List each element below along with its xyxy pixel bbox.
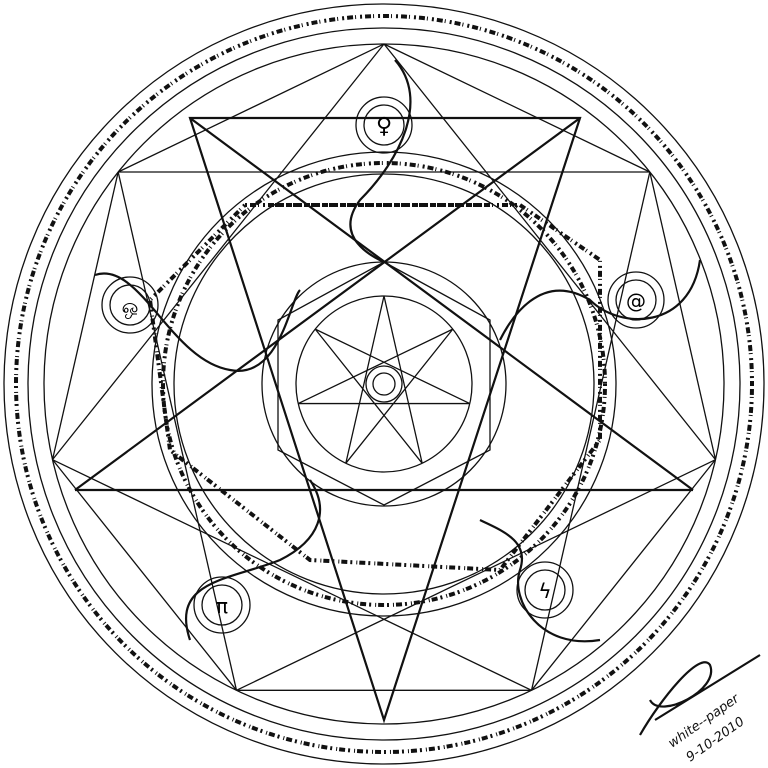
third-circle	[43, 43, 725, 725]
ankh-like-icon: ♀	[376, 114, 392, 139]
symbol-circles: ♀ ஒ @ π ϟ	[101, 96, 665, 634]
bottom-right-serpent	[479, 519, 601, 643]
symbol-circle-bottom-right: ϟ	[516, 561, 574, 619]
serpent-curves	[94, 59, 702, 643]
bottom-left-serpent	[184, 479, 322, 641]
inner-hexagon	[277, 261, 491, 506]
heptagon-line	[383, 43, 716, 461]
heptagon-line	[52, 43, 385, 461]
rune-bands	[147, 203, 602, 573]
inner-heptagram	[297, 295, 471, 464]
inverted-triangle	[188, 116, 582, 724]
diagonal-line-right	[189, 117, 694, 491]
heptagon-line	[531, 459, 716, 691]
symbol-circle-bottom-left: π	[193, 576, 251, 634]
inner-rune-ring	[161, 161, 607, 607]
signature-scribble	[639, 654, 761, 736]
heptagon-line	[51, 171, 119, 460]
mid-circle	[151, 151, 617, 617]
inner-circle-group	[261, 261, 507, 507]
heptagon-line	[383, 43, 651, 173]
heptagon-line	[117, 171, 238, 691]
swirl-icon: ஒ	[122, 294, 139, 319]
right-serpent	[499, 259, 702, 341]
heptagon-line	[117, 43, 385, 173]
heptagon-line	[52, 459, 532, 691]
heptagon-line	[530, 171, 651, 691]
heptagon-line	[236, 459, 716, 691]
glyph-icon: ϟ	[538, 579, 551, 603]
outer-rune-ring	[14, 14, 754, 754]
heptagon-line	[649, 171, 717, 460]
pi-like-icon: π	[216, 594, 228, 618]
mid-circle-inner	[173, 173, 595, 595]
diagonal-line-left	[74, 117, 581, 491]
inner-circle-2	[295, 295, 473, 473]
signature: white--paper 9-10-2010	[639, 654, 761, 765]
star-lines	[74, 116, 694, 724]
triskele-icon: @	[626, 289, 646, 313]
symbol-circle-left: ஒ	[101, 276, 159, 334]
symbol-circle-top: ♀	[355, 96, 413, 154]
left-serpent	[94, 272, 301, 372]
center-dot-circle	[372, 372, 396, 396]
second-circle	[27, 27, 741, 741]
outer-circle	[3, 3, 765, 765]
top-serpent	[349, 59, 412, 263]
pentagon-rune-band	[147, 203, 602, 573]
heptagon-line	[52, 459, 237, 691]
center-circle	[365, 365, 403, 403]
